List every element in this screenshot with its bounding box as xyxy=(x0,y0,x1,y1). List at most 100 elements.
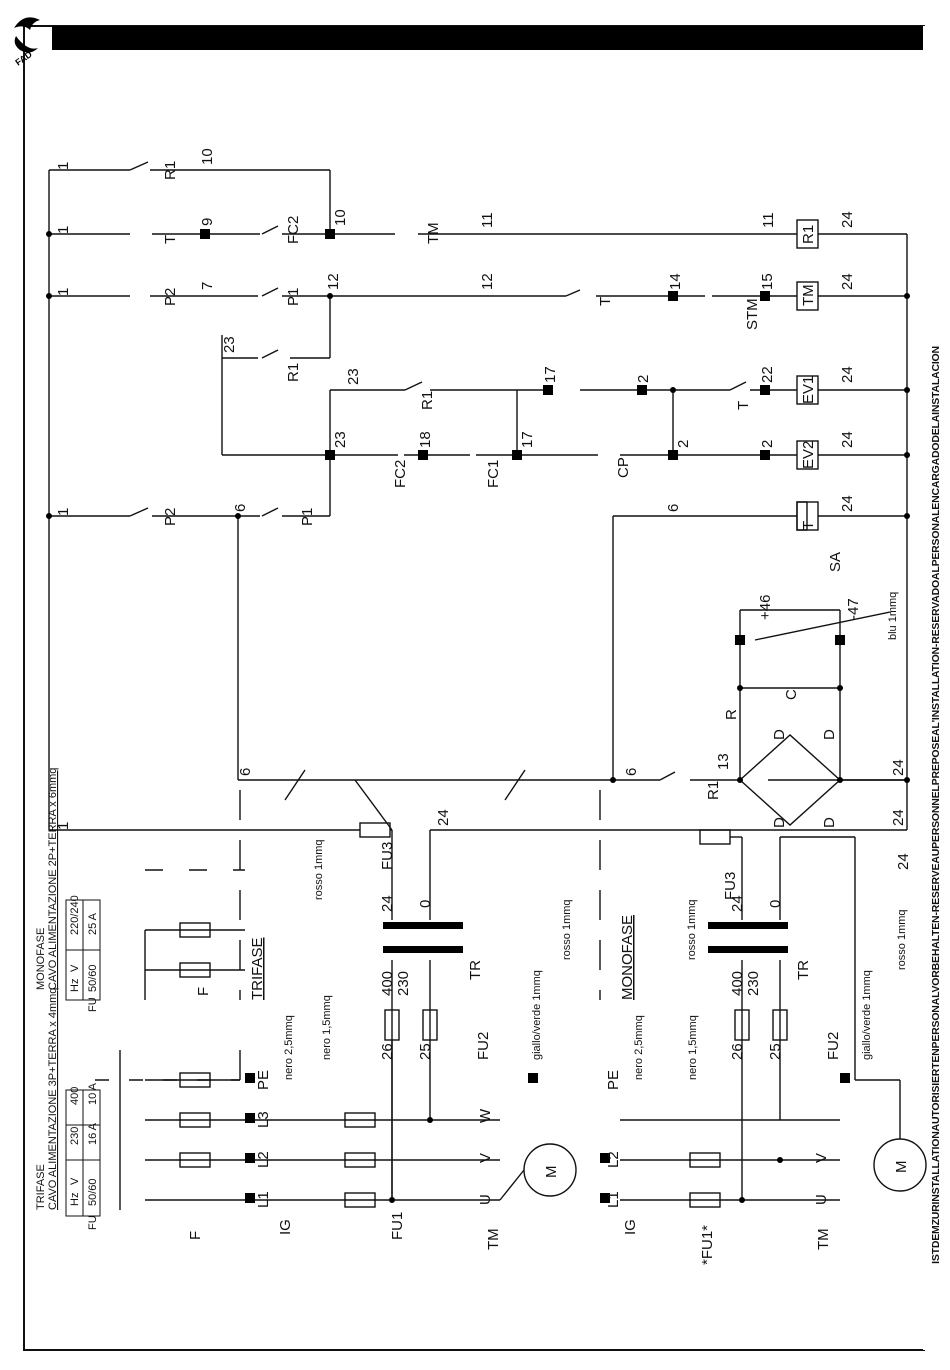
wire-giallo-2: giallo/verde 1mmq xyxy=(861,970,873,1060)
wire-11-b: 11 xyxy=(760,212,777,228)
label-m-1: M xyxy=(543,1166,560,1179)
wire-230-b: 230 xyxy=(745,971,762,996)
label-m-2: M xyxy=(893,1161,910,1174)
wire-rosso-2: rosso 1mmq xyxy=(561,899,573,960)
label-d-3: D xyxy=(771,817,788,828)
wire-nero25-1: nero 2,5mmq xyxy=(283,1015,295,1080)
label-pe-1: PE xyxy=(255,1070,272,1090)
label-stm: STM xyxy=(744,298,761,330)
wire-24-j: 24 xyxy=(895,853,912,870)
label-tr-2: TR xyxy=(795,960,812,980)
label-tm-3: TM xyxy=(815,1228,832,1250)
trifase-table-10a: 10 A xyxy=(87,1082,99,1105)
label-r: R xyxy=(723,709,740,720)
label-fu3-2: FU3 xyxy=(722,872,739,900)
label-d-2: D xyxy=(821,729,838,740)
wire-400-b: 400 xyxy=(729,971,746,996)
wire-22: 22 xyxy=(759,366,776,383)
trifase-table-16a: 16 A xyxy=(87,1122,99,1145)
monofase-cable-title: MONOFASE xyxy=(35,928,47,990)
label-l3: L3 xyxy=(255,1111,272,1128)
wire-24-i: 24 xyxy=(379,895,396,912)
wire-25-a: 25 xyxy=(417,1043,434,1060)
label-r1-2: R1 xyxy=(285,363,302,382)
label-sa: SA xyxy=(827,552,844,572)
wire-nero15-1: nero 1,5mmq xyxy=(321,995,333,1060)
wire-6-a: 6 xyxy=(232,504,249,512)
label-ig-1: IG xyxy=(277,1219,294,1235)
label-u-2: U xyxy=(813,1194,830,1205)
wire-rosso-4: rosso 1mmq xyxy=(896,909,908,970)
label-v-2: V xyxy=(813,1153,830,1163)
wire-18: 18 xyxy=(417,431,434,448)
supply-tables xyxy=(65,899,101,1217)
label-t-3: T xyxy=(735,401,752,410)
wire-11-a: 11 xyxy=(479,212,496,228)
wire-10-top: 10 xyxy=(199,148,216,165)
trifase-table-400: 400 xyxy=(69,1087,81,1105)
label-f-1: F xyxy=(187,1231,204,1240)
label-fc2-1: FC2 xyxy=(285,216,302,244)
section-monofase: MONOFASE xyxy=(619,915,636,1000)
wire-rosso-1: rosso 1mmq xyxy=(313,839,325,900)
wire-6-b: 6 xyxy=(665,504,682,512)
wire-24-e: 24 xyxy=(839,495,856,512)
wire-400-a: 400 xyxy=(379,971,396,996)
header-bar xyxy=(52,26,924,50)
trifase-table-v: V xyxy=(69,1177,81,1185)
trifase-table-hz: Hz xyxy=(69,1193,81,1206)
wire-24-h: 24 xyxy=(435,809,452,826)
banner-strip xyxy=(923,26,950,1350)
terminal-blocks xyxy=(200,229,850,1203)
wire-6-c: 6 xyxy=(237,768,254,776)
label-u-1: U xyxy=(477,1194,494,1205)
label-l2-a: L2 xyxy=(255,1151,272,1168)
trifase-table-230: 230 xyxy=(69,1127,81,1145)
wire-1-e: 1 xyxy=(55,822,72,830)
wire-rosso-3: rosso 1mmq xyxy=(686,899,698,960)
label-r1-3: R1 xyxy=(419,391,436,410)
label-cp: CP xyxy=(615,457,632,478)
wire-nero25-2: nero 2,5mmq xyxy=(633,1015,645,1080)
label-v-1: V xyxy=(477,1153,494,1163)
wire-13: 13 xyxy=(715,753,732,770)
wire-26-a: 26 xyxy=(379,1043,396,1060)
wire-1-a: 1 xyxy=(55,162,72,170)
wire-giallo-1: giallo/verde 1mmq xyxy=(531,970,543,1060)
label-p2-2: P2 xyxy=(162,508,179,526)
wire-230-a: 230 xyxy=(395,971,412,996)
label-p2-1: P2 xyxy=(162,288,179,306)
wire-24-k: 24 xyxy=(729,895,746,912)
trifase-table-hzval: 50/60 xyxy=(87,1178,99,1206)
label-tm-coil: TM xyxy=(800,284,817,306)
monofase-table-25a: 25 A xyxy=(87,912,99,935)
label-f-2: F xyxy=(195,987,212,996)
side-banner-text: ISTDEMZURINSTALLATIONAUTORISIERTENPERSON… xyxy=(930,346,943,1264)
wire-24-g: 24 xyxy=(890,809,907,826)
wire-m47: -47 xyxy=(845,598,862,620)
wire-0-a: 0 xyxy=(417,900,434,908)
label-fc1: FC1 xyxy=(485,460,502,488)
wire-17-b: 17 xyxy=(519,431,536,448)
labels: 1 1 1 1 1 R1 10 T 9 FC2 10 TM 11 11 R1 2… xyxy=(35,148,912,1265)
wire-12-b: 12 xyxy=(479,273,496,290)
section-trifase: TRIFASE xyxy=(249,937,266,1000)
wire-nero15-2: nero 1,5mmq xyxy=(687,1015,699,1080)
wire-23-b: 23 xyxy=(345,368,362,385)
junction-dots xyxy=(46,231,910,1203)
wire-26-b: 26 xyxy=(729,1043,746,1060)
trifase-table-fu: FU xyxy=(87,1215,99,1230)
wire-10: 10 xyxy=(332,209,349,226)
label-r1-top: R1 xyxy=(162,161,179,180)
wire-24-c: 24 xyxy=(839,366,856,383)
wire-23-c: 23 xyxy=(332,431,349,448)
label-l1-b: L1 xyxy=(605,1191,622,1208)
monofase-cable-note: CAVO ALIMENTAZIONE 2P+TERRA x 6mmq xyxy=(47,768,59,990)
label-c: C xyxy=(783,689,800,700)
wire-24-d: 24 xyxy=(839,431,856,448)
wire-24-a: 24 xyxy=(839,211,856,228)
label-ig-2: IG xyxy=(622,1219,639,1235)
label-fu1: FU1 xyxy=(389,1212,406,1240)
label-t-2: T xyxy=(597,297,614,306)
label-r1-coil: R1 xyxy=(800,225,817,244)
